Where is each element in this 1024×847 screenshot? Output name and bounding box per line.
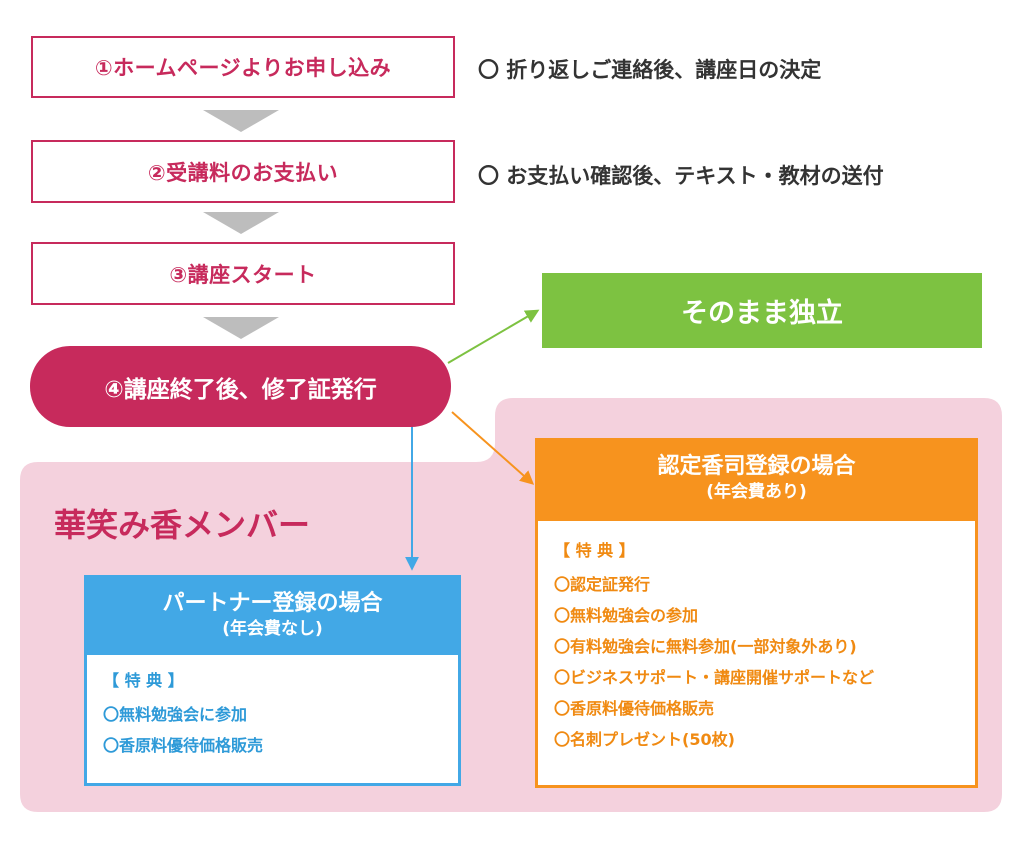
member-title: 華笑み香メンバー	[54, 506, 311, 544]
independent-label: そのまま独立	[681, 298, 843, 329]
partner-card: パートナー登録の場合 (年会費なし) 【 特 典 】 〇無料勉強会に参加 〇香原…	[84, 575, 461, 786]
benefit-item: 〇名刺プレゼント(50枚)	[554, 730, 735, 749]
certified-card-body: 【 特 典 】 〇認定証発行 〇無料勉強会の参加 〇有料勉強会に無料参加(一部対…	[538, 521, 975, 755]
step-start-box: ③講座スタート	[31, 242, 455, 305]
partner-title: パートナー登録の場合	[162, 591, 383, 616]
step-payment-label: ②受講料のお支払い	[147, 160, 339, 185]
step-start-label: ③講座スタート	[169, 262, 317, 287]
certified-card: 認定香司登録の場合 (年会費あり) 【 特 典 】 〇認定証発行 〇無料勉強会の…	[535, 438, 978, 788]
certified-subtitle: (年会費あり)	[706, 482, 807, 502]
arrow-to-certified	[451, 411, 535, 485]
benefit-item: 〇無料勉強会に参加	[103, 705, 248, 724]
partner-benefits-list: 〇無料勉強会に参加 〇香原料優待価格販売	[103, 699, 458, 761]
flow-arrow-3	[203, 317, 279, 339]
benefit-item: 〇ビジネスサポート・講座開催サポートなど	[554, 668, 875, 687]
partner-subtitle: (年会費なし)	[222, 619, 323, 639]
flow-arrow-2	[203, 212, 279, 234]
benefit-item: 〇無料勉強会の参加	[554, 606, 699, 625]
arrow-to-independent	[447, 309, 540, 364]
benefit-item: 〇香原料優待価格販売	[103, 736, 264, 755]
step-certificate-pill: ④講座終了後、修了証発行	[30, 346, 451, 427]
certified-benefits-list: 〇認定証発行 〇無料勉強会の参加 〇有料勉強会に無料参加(一部対象外あり) 〇ビ…	[554, 569, 975, 755]
certified-benefits-heading: 【 特 典 】	[554, 541, 635, 560]
step-apply-label: ①ホームページよりお申し込み	[94, 56, 392, 80]
step-payment-note: 〇 お支払い確認後、テキスト・教材の送付	[478, 164, 884, 188]
benefit-item: 〇認定証発行	[554, 575, 651, 594]
benefit-item: 〇香原料優待価格販売	[554, 699, 715, 718]
partner-card-body: 【 特 典 】 〇無料勉強会に参加 〇香原料優待価格販売	[87, 655, 458, 761]
step-payment-box: ②受講料のお支払い	[31, 140, 455, 203]
certified-card-header: 認定香司登録の場合 (年会費あり)	[538, 441, 975, 521]
certified-title: 認定香司登録の場合	[657, 454, 856, 479]
partner-card-header: パートナー登録の場合 (年会費なし)	[87, 578, 458, 655]
benefit-item: 〇有料勉強会に無料参加(一部対象外あり)	[554, 637, 857, 656]
flow-arrow-1	[203, 110, 279, 132]
step-certificate-label: ④講座終了後、修了証発行	[104, 376, 377, 403]
independent-box: そのまま独立	[542, 273, 982, 348]
step-apply-box: ①ホームページよりお申し込み	[31, 36, 455, 98]
partner-benefits-heading: 【 特 典 】	[103, 671, 184, 690]
step-apply-note: 〇 折り返しご連絡後、講座日の決定	[478, 58, 822, 82]
